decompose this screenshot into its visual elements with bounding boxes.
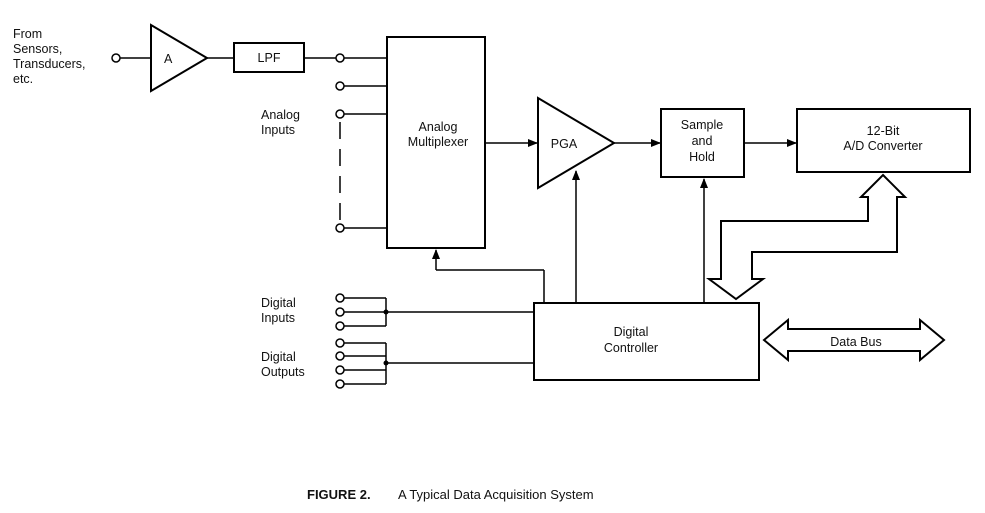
svg-text:From: From (13, 27, 42, 41)
source-label: From Sensors, Transducers, etc. (13, 27, 85, 86)
svg-text:Sensors,: Sensors, (13, 42, 62, 56)
svg-text:Transducers,: Transducers, (13, 57, 85, 71)
svg-text:12-Bit: 12-Bit (867, 124, 900, 138)
svg-text:Controller: Controller (604, 341, 658, 355)
sensor-input-terminal (111, 53, 121, 63)
digital-output-terminals (335, 338, 534, 389)
figure-title: A Typical Data Acquisition System (398, 487, 594, 502)
svg-text:Analog: Analog (419, 120, 458, 134)
svg-text:Digital: Digital (261, 350, 296, 364)
analog-inputs-label: Analog Inputs (261, 108, 300, 137)
svg-text:and: and (692, 134, 713, 148)
figure-caption: FIGURE 2. A Typical Data Acquisition Sys… (307, 487, 594, 502)
digital-outputs-label: Digital Outputs (261, 350, 305, 379)
digital-inputs-label: Digital Inputs (261, 296, 296, 325)
digital-input-terminal (335, 293, 345, 303)
digital-input-terminals (335, 293, 534, 331)
svg-text:Inputs: Inputs (261, 311, 295, 325)
analog-input-terminal (335, 223, 345, 233)
lpf-label: LPF (258, 51, 281, 65)
svg-text:Digital: Digital (261, 296, 296, 310)
svg-text:A/D Converter: A/D Converter (843, 139, 922, 153)
analog-input-terminals (335, 53, 387, 233)
pga-label: PGA (551, 137, 578, 151)
analog-multiplexer-block (386, 36, 486, 249)
digital-controller-block (533, 302, 760, 381)
amplifier-a-label: A (164, 52, 173, 66)
adc-block (796, 108, 971, 173)
svg-text:Inputs: Inputs (261, 123, 295, 137)
data-bus-label: Data Bus (830, 335, 881, 349)
svg-text:Outputs: Outputs (261, 365, 305, 379)
svg-text:Digital: Digital (614, 325, 649, 339)
digital-output-terminal (335, 365, 345, 375)
svg-text:Hold: Hold (689, 150, 715, 164)
analog-input-terminal (335, 53, 345, 63)
amplifier-a (150, 23, 209, 93)
sample-and-hold-block (660, 108, 745, 178)
svg-text:Analog: Analog (261, 108, 300, 122)
figure-number: FIGURE 2. (307, 487, 371, 502)
svg-text:Sample: Sample (681, 118, 723, 132)
digital-output-terminal (335, 338, 345, 348)
digital-output-terminal (335, 379, 345, 389)
analog-input-terminal (335, 109, 345, 119)
svg-text:Multiplexer: Multiplexer (408, 135, 468, 149)
svg-text:etc.: etc. (13, 72, 33, 86)
digital-output-terminal (335, 351, 345, 361)
adc-controller-bus-arrow (705, 173, 908, 301)
pga-amplifier (537, 96, 616, 190)
digital-input-terminal (335, 307, 345, 317)
analog-input-terminal (335, 81, 345, 91)
digital-input-terminal (335, 321, 345, 331)
data-bus-arrow (762, 317, 946, 363)
